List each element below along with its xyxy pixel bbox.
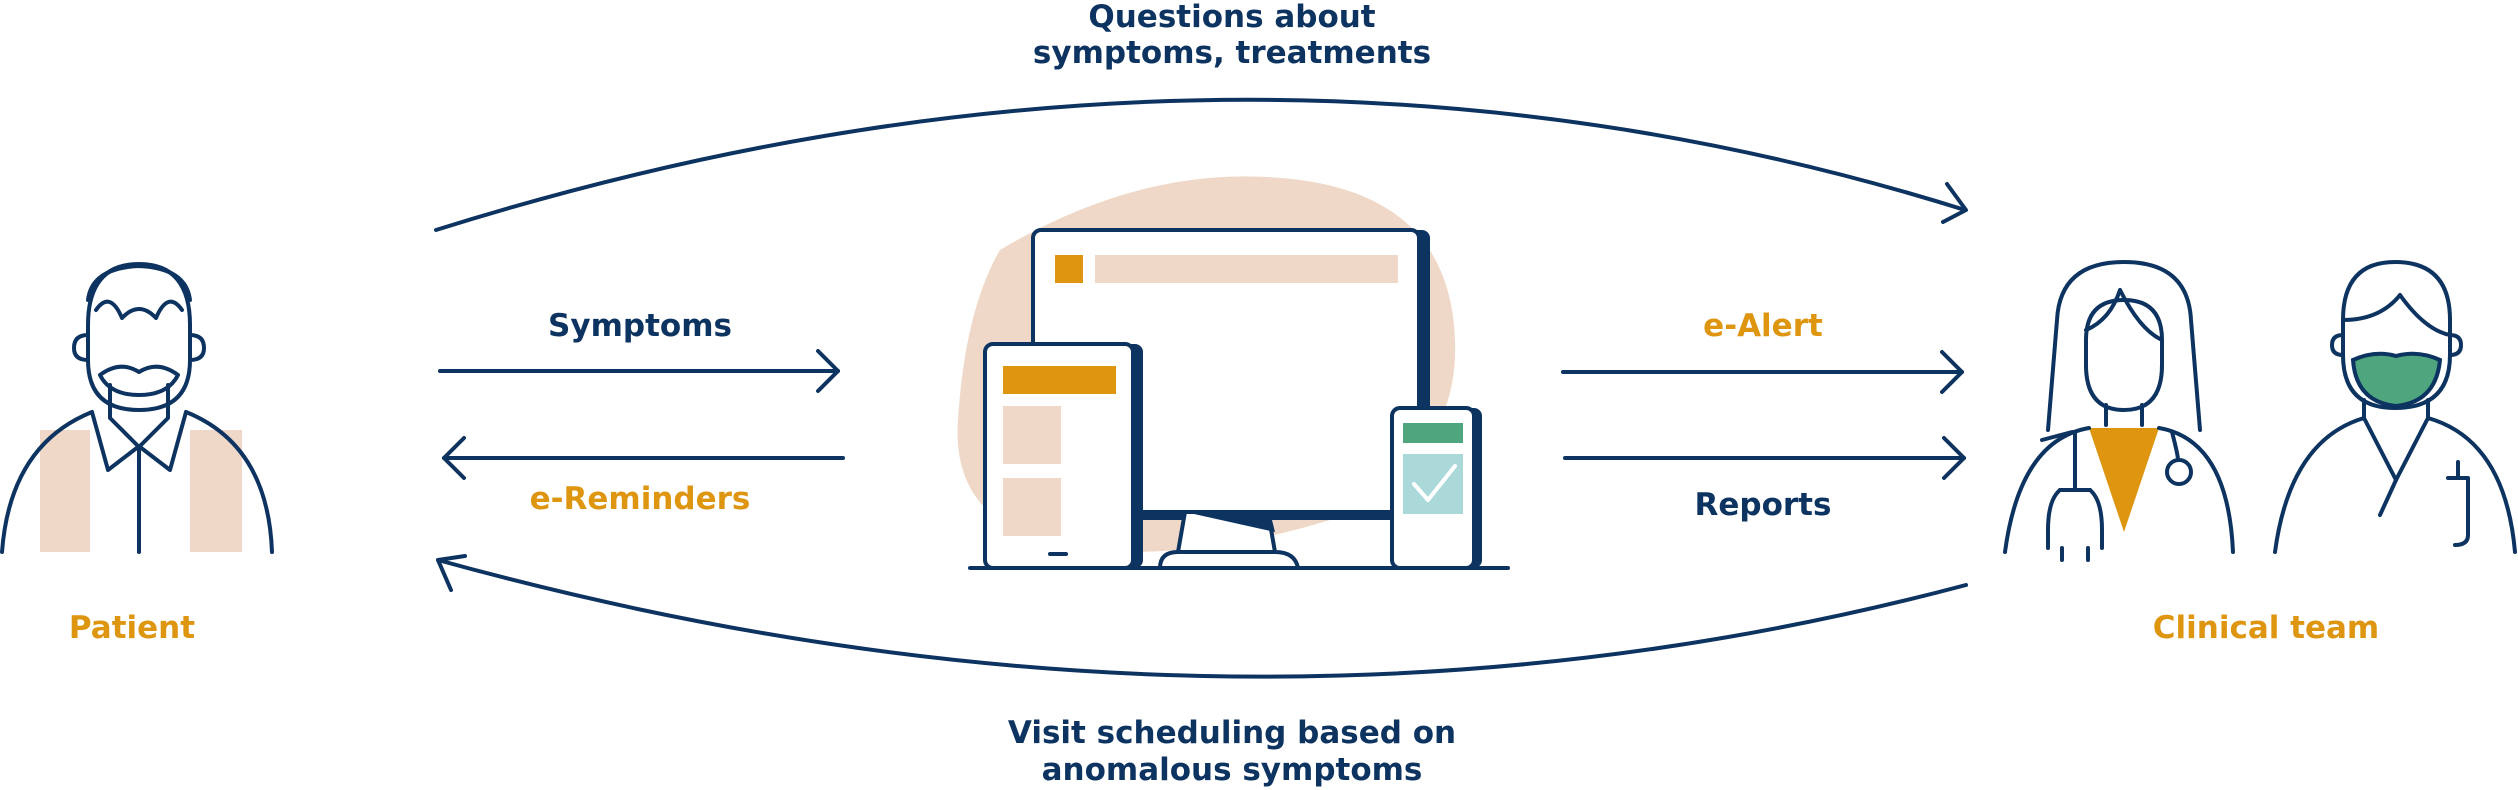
top-label-line1: Questions about xyxy=(1088,0,1375,35)
bottom-label-line1: Visit scheduling based on xyxy=(1008,715,1456,751)
symptoms-label: Symptoms xyxy=(548,308,732,344)
bottom-arc-arrow xyxy=(436,554,1968,679)
e-reminders-arrow xyxy=(442,436,845,480)
top-arc-arrow xyxy=(434,97,1968,232)
symptoms-arrow xyxy=(438,349,840,393)
nurse-icon xyxy=(2273,260,2517,554)
devices-icon xyxy=(957,176,1510,570)
doctor-icon xyxy=(2003,260,2235,562)
e-alert-arrow xyxy=(1561,350,1964,394)
e-alert-label: e-Alert xyxy=(1703,308,1823,344)
top-label-line2: symptoms, treatments xyxy=(1033,35,1431,71)
reports-arrow xyxy=(1563,436,1966,480)
e-reminders-label: e-Reminders xyxy=(530,481,751,517)
clinical-team-label: Clinical team xyxy=(2153,610,2379,646)
patient-label: Patient xyxy=(69,610,195,646)
reports-label: Reports xyxy=(1695,487,1832,523)
patient-icon xyxy=(0,262,274,554)
bottom-label-line2: anomalous symptoms xyxy=(1042,752,1423,788)
